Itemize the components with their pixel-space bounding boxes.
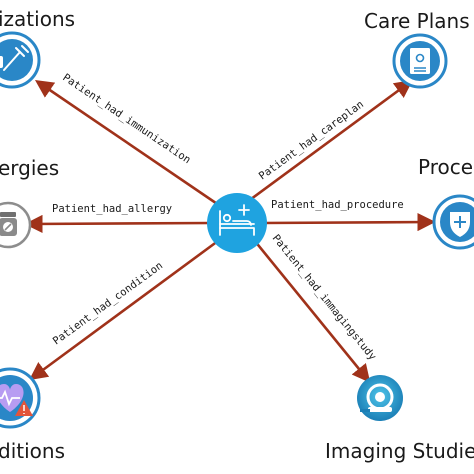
edge-label-procedure: Patient_had_procedure bbox=[271, 199, 404, 211]
edge-label-careplan: Patient_had_careplan bbox=[257, 98, 366, 182]
node-label-conditions: ditions bbox=[0, 439, 65, 463]
allergy-pill-bottle-icon bbox=[0, 212, 17, 236]
allergies-node[interactable] bbox=[0, 201, 32, 249]
patient-node[interactable] bbox=[207, 193, 267, 253]
edge-condition: Patient_had_condition bbox=[29, 236, 223, 381]
node-label-procedures: Proce bbox=[418, 155, 474, 179]
imaging-scanner-icon bbox=[360, 383, 394, 412]
edge-label-allergy: Patient_had_allergy bbox=[52, 203, 172, 215]
vaccine-syringe-icon bbox=[0, 45, 29, 71]
edge-label-immunization: Patient_had_immunization bbox=[60, 72, 192, 167]
node-label-imaging-studies: Imaging Studie bbox=[325, 439, 474, 463]
edge-label-condition: Patient_had_condition bbox=[51, 260, 165, 348]
node-label-allergies: ergies bbox=[0, 156, 60, 180]
edge-imagingstudy: Patient_had_immagingstudy bbox=[252, 232, 379, 383]
imaging-studies-node[interactable] bbox=[357, 375, 403, 421]
procedures-node[interactable] bbox=[432, 194, 474, 250]
immunizations-node[interactable] bbox=[0, 31, 41, 89]
edge-careplan: Patient_had_careplan bbox=[242, 79, 413, 207]
procedure-shield-icon bbox=[450, 212, 470, 237]
node-label-care-plans: Care Plans bbox=[364, 9, 470, 33]
care-plans-node[interactable] bbox=[392, 33, 448, 89]
heart-warning-icon bbox=[0, 384, 33, 416]
conditions-node[interactable] bbox=[0, 367, 41, 429]
edge-procedure: Patient_had_procedure bbox=[261, 199, 436, 232]
edge-allergy: Patient_had_allergy bbox=[24, 203, 213, 234]
edge-immunization: Patient_had_immunization bbox=[34, 72, 233, 216]
patient-bed-icon bbox=[219, 204, 255, 236]
edge-label-imagingstudy: Patient_had_immagingstudy bbox=[270, 232, 379, 362]
care-plan-document-icon bbox=[410, 48, 430, 74]
node-label-immunizations: izations bbox=[0, 7, 76, 31]
